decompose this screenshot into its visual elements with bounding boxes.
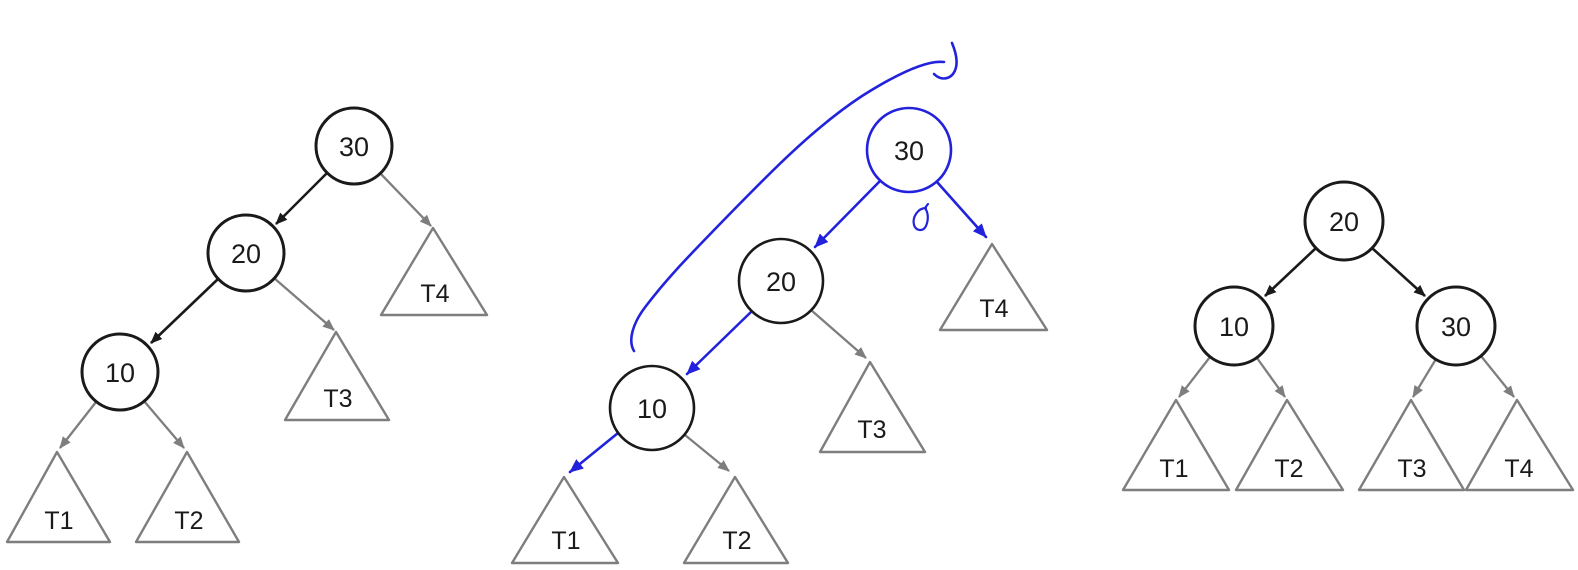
middle-subtree-t2 — [682, 475, 790, 565]
left-subtree-t4 — [379, 226, 489, 317]
middle-edge-30-t4-blue — [935, 180, 988, 239]
right-subtree-t3 — [1357, 398, 1466, 492]
left-subtree-t2 — [134, 450, 241, 544]
right-t2-label: T2 — [1274, 455, 1303, 483]
right-node-10: 10 — [1193, 285, 1275, 367]
right-node-20: 20 — [1303, 180, 1385, 262]
middle-node-20: 20 — [737, 237, 825, 325]
middle-node-20-label: 20 — [766, 267, 796, 297]
middle-node-30-highlighted: 30 — [865, 106, 953, 194]
left-node-30: 30 — [314, 106, 394, 186]
middle-subtree-t4 — [938, 242, 1049, 332]
left-edge-20-10 — [150, 278, 219, 344]
left-t3-label: T3 — [323, 385, 352, 413]
left-node-20: 20 — [206, 213, 286, 293]
middle-edge-30-20-blue — [813, 179, 882, 249]
blue-squiggle-mark — [912, 202, 930, 232]
left-node-10: 10 — [80, 332, 160, 412]
left-edge-10-t2 — [143, 400, 185, 449]
rotation-arrow-head — [932, 41, 958, 80]
left-node-20-label: 20 — [231, 239, 261, 269]
right-edge-20-10 — [1264, 247, 1317, 297]
middle-subtree-t1 — [510, 475, 620, 565]
right-node-30-label: 30 — [1441, 312, 1471, 342]
left-t2-label: T2 — [174, 507, 203, 535]
right-node-10-label: 10 — [1219, 312, 1249, 342]
middle-edge-10-t2 — [684, 434, 730, 472]
middle-t2-label: T2 — [722, 527, 751, 555]
right-t3-label: T3 — [1397, 455, 1426, 483]
middle-subtree-t3 — [818, 360, 927, 454]
middle-node-10-label: 10 — [637, 394, 667, 424]
left-node-10-label: 10 — [105, 358, 135, 388]
middle-t1-label: T1 — [551, 527, 580, 555]
right-subtree-t1 — [1121, 398, 1231, 492]
right-edge-30-t3 — [1412, 358, 1437, 398]
left-subtree-t1 — [5, 450, 112, 544]
right-subtree-t2 — [1234, 398, 1345, 492]
left-node-30-label: 30 — [339, 132, 369, 162]
middle-edge-10-t1-blue — [568, 431, 620, 474]
middle-edge-20-t3 — [810, 309, 867, 359]
rotation-arrow — [630, 60, 946, 353]
middle-node-30-label: 30 — [894, 136, 924, 166]
left-t1-label: T1 — [44, 507, 73, 535]
left-edge-30-20 — [275, 172, 328, 225]
middle-t3-label: T3 — [857, 416, 886, 444]
left-tree: T4 T3 T1 T2 30 20 10 — [5, 106, 489, 544]
right-subtree-t4 — [1464, 398, 1575, 492]
middle-node-10: 10 — [608, 364, 696, 452]
right-edge-10-t2 — [1256, 357, 1286, 398]
right-edge-20-30 — [1371, 247, 1426, 297]
right-node-30: 30 — [1415, 285, 1497, 367]
left-t4-label: T4 — [420, 280, 449, 308]
right-node-20-label: 20 — [1329, 207, 1359, 237]
left-subtree-t3 — [283, 330, 391, 422]
right-tree: T1 T2 T3 T4 20 10 30 — [1121, 180, 1575, 492]
left-edge-30-t4 — [379, 172, 432, 227]
left-edge-10-t1 — [59, 401, 97, 449]
left-edge-20-t3 — [273, 277, 335, 331]
middle-tree: T4 T3 T1 T2 30 20 10 — [510, 41, 1049, 565]
right-t4-label: T4 — [1504, 455, 1533, 483]
right-t1-label: T1 — [1159, 455, 1188, 483]
right-edge-10-t1 — [1178, 356, 1211, 398]
middle-t4-label: T4 — [979, 295, 1008, 323]
middle-edge-20-10-blue — [685, 309, 754, 376]
right-edge-30-t4 — [1480, 355, 1515, 398]
